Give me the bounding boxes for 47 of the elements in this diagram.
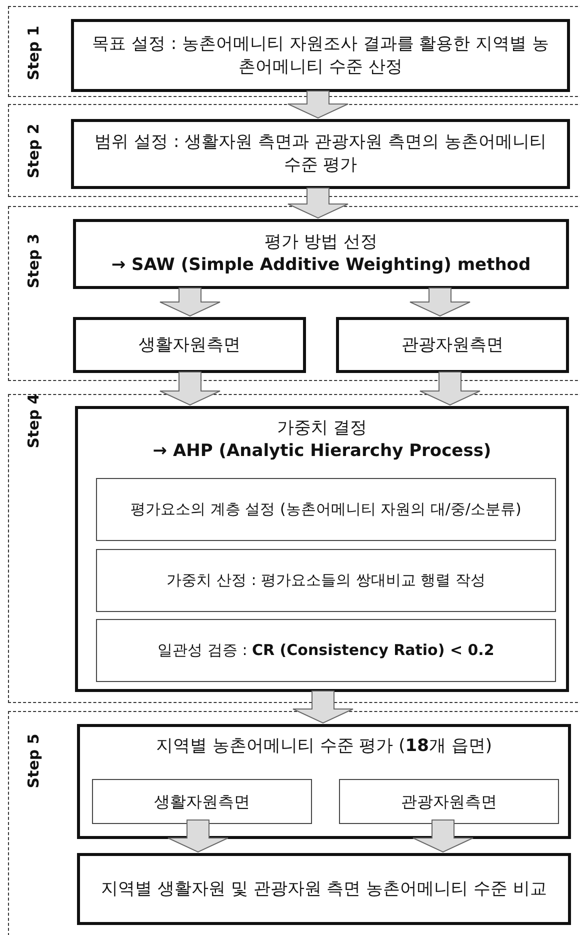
process-box [336,317,569,373]
step-band [8,711,580,935]
box-text: 지역별 생활자원 및 관광자원 측면 농촌어메니티 수준 비교 [100,878,548,900]
step-band [8,394,580,703]
box-text: 관광자원측면 [400,790,498,812]
box-text: 생활자원측면 [138,334,242,356]
step-band [8,206,580,381]
block-arrow [160,288,220,317]
method-text: → SAW (Simple Additive Weighting) method [110,254,532,277]
step-band [8,104,580,197]
process-box [71,119,570,189]
process-box [73,317,306,373]
sub-step-box [339,779,559,824]
box-text: 목표 설정 : 농촌어메니티 자원조사 결과를 활용한 지역별 농촌어메니티 수준 산정 [91,32,550,78]
process-box [75,406,569,692]
step-label: Step 4 [24,394,42,448]
block-arrow [410,288,470,317]
step-label: Step 3 [24,234,42,288]
step-label: Step 2 [24,124,42,178]
block-arrow [288,90,348,119]
process-box [77,853,571,925]
step-label: Step 5 [24,734,42,788]
box-text: 가중치 결정 [276,417,368,440]
box-text: 일관성 검증 : CR (Consistency Ratio) < 0.2 [156,640,496,661]
box-text: 범위 설정 : 생활자원 측면과 관광자원 측면의 농촌어메니티 수준 평가 [94,131,548,177]
step-label: Step 1 [24,26,42,80]
block-arrow [288,188,348,219]
sub-step-box [96,549,556,612]
block-arrow [412,820,474,853]
process-box [73,219,569,289]
block-arrow [160,372,220,406]
sub-step-box [92,779,312,824]
box-text: 가중치 산정 : 평가요소들의 쌍대비교 행렬 작성 [166,570,486,591]
process-box [71,19,570,92]
box-text: 관광자원측면 [400,334,504,356]
sub-step-box [96,619,556,682]
box-text: 지역별 농촌어메니티 수준 평가 (18개 읍면) [155,735,493,758]
block-arrow [292,690,354,724]
box-text: 평가 방법 선정 [264,231,378,254]
process-box [77,724,571,839]
block-arrow [168,820,228,853]
block-arrow [420,372,480,406]
box-text: 생활자원측면 [153,790,251,812]
box-text: 평가요소의 계층 설정 (농촌어메니티 자원의 대/중/소분류) [130,499,522,520]
method-text: → AHP (Analytic Hierarchy Process) [152,440,492,463]
sub-step-box [96,478,556,541]
step-band [8,6,580,97]
